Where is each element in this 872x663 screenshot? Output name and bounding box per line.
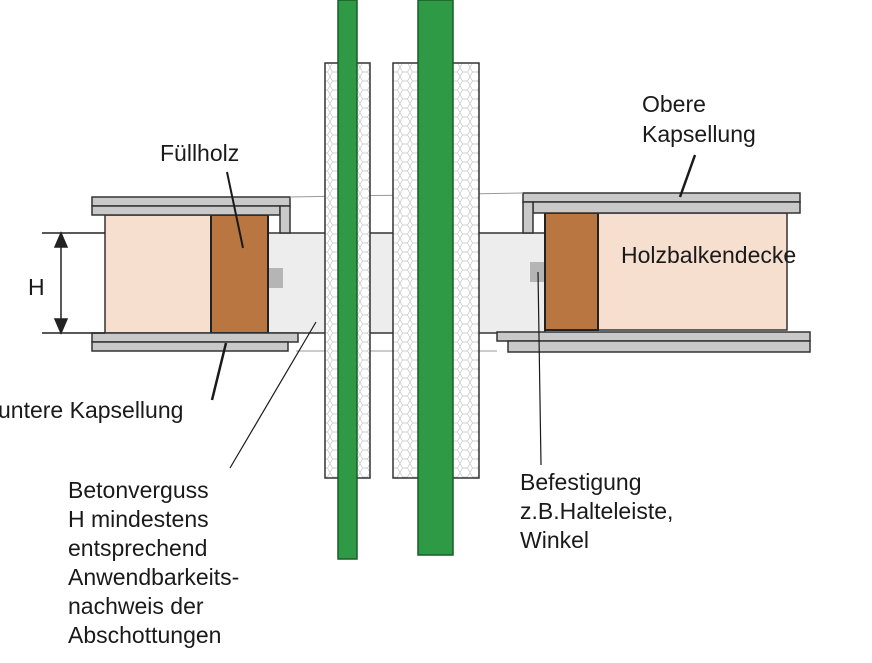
leader-lines [210,154,697,469]
leader-obere-kapsellung [678,154,697,198]
left-top-cladding-1 [91,196,291,207]
label-beton-l3: entsprechend [68,535,207,561]
leader-befestigung [537,271,542,466]
label-beton-l4: Anwendbarkeits- [68,564,239,590]
left-top-cladding-2 [91,205,281,216]
label-obere-l2: Kapsellung [642,121,756,147]
right-bottom-cladding-1 [496,331,811,342]
label-befest-l2: z.B.Halteleiste, [520,498,673,524]
right-timber-ceiling [496,192,811,353]
label-beton-l5: nachweis der [68,593,204,619]
label-untere-kapsellung: untere Kapsellung [0,397,183,423]
right-filler-wood [544,212,599,331]
leader-fuellholz [226,171,244,249]
label-h: H [28,274,45,300]
left-pipe [337,0,358,560]
left-angle-vertical [279,205,291,234]
label-fuellholz: Füllholz [160,140,239,166]
right-angle-vertical [522,201,534,234]
right-timber-beam [597,212,788,331]
left-timber-ceiling [91,196,299,352]
right-pipe [417,0,454,556]
label-obere-l1: Obere [642,91,706,117]
right-top-cladding-2 [532,201,801,214]
label-beton-l2: H mindestens [68,506,209,532]
label-holzbalkendecke: Holzbalkendecke [621,242,796,268]
left-bottom-cladding-1 [91,332,299,343]
leader-betonverguss [229,321,317,469]
right-top-cladding-1 [522,192,801,203]
label-beton-l1: Betonverguss [68,477,209,503]
leader-untere-kapsellung [210,342,228,401]
label-beton-l6: Abschottungen [68,622,221,648]
height-dimension [42,231,105,335]
left-timber-beam [104,214,212,334]
label-befest-l1: Befestigung [520,469,641,495]
left-bottom-cladding-2 [91,341,289,352]
right-bottom-cladding-2 [507,340,811,353]
fastening-bracket-left [268,268,283,288]
label-befest-l3: Winkel [520,527,589,553]
fastening-bracket-right [530,262,545,282]
